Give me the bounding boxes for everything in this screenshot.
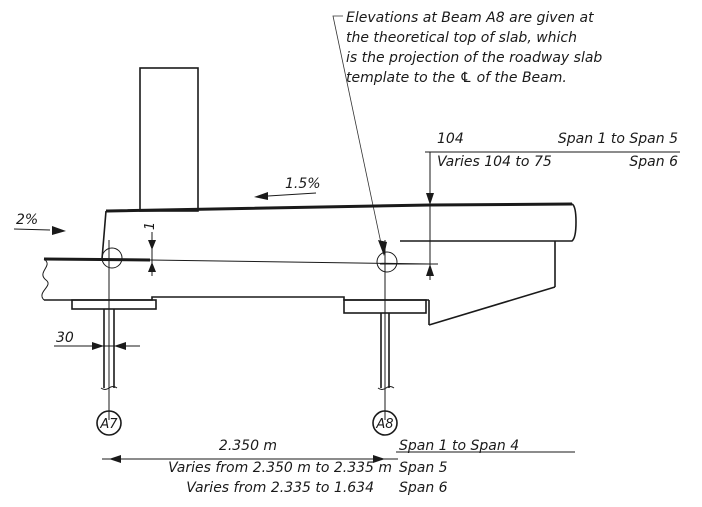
beam-label-a7: A7 [96,410,122,436]
theoretical-top-line [149,259,431,265]
slab-left-edge [101,210,107,260]
slab-top-left [106,203,431,213]
left-slope: 2% [13,212,66,235]
note-line-4: template to the ℄ of the Beam. [346,70,567,86]
haunch-value-alt: Varies 104 to 75 [437,154,552,170]
beam-label-a8-text: A8 [375,417,393,432]
slab-top-right [429,202,573,207]
beam-a7 [100,240,123,420]
riser-value: 1 [143,222,158,230]
note-leader [332,15,383,249]
riser-dimension: 1 [143,222,158,276]
roadway-slab-top [43,257,151,262]
deck-slope: 1.5% [254,176,321,200]
overhang-sloping-bottom [428,286,556,326]
haunch-dimension: 104 Span 1 to Span 5 Varies 104 to 75 Sp… [380,131,680,280]
beam-a8 [376,240,398,420]
spacing-row3-span: Span 6 [399,480,448,496]
break-line-left [41,258,49,301]
spacing-row1-span: Span 1 to Span 4 [399,438,519,454]
haunch-range-alt: Span 6 [629,154,678,170]
deck-slope-arrow [254,192,268,200]
slab-right-end [555,203,577,242]
deck-slope-label: 1.5% [285,176,321,192]
haunch-range-main: Span 1 to Span 5 [558,131,678,147]
spacing-row2-span: Span 5 [399,460,448,476]
spacing-row1-value: 2.350 m [219,438,277,454]
beam-a7-point [101,247,123,269]
beam-a7-flange [71,299,157,310]
note-line-2: the theoretical top of slab, which [346,30,577,46]
beam-a8-point [376,251,398,273]
beam-label-a8: A8 [372,410,398,436]
offset-dimension: 30 [54,330,140,350]
note-line-1: Elevations at Beam A8 are given at [346,10,594,26]
elevation-note: Elevations at Beam A8 are given at the t… [332,10,602,256]
offset-value: 30 [56,330,74,346]
left-slope-label: 2% [16,212,38,228]
parapet [139,67,199,212]
left-slope-arrow [52,226,66,235]
spacing-row3-value: Varies from 2.335 to 1.634 [186,480,374,496]
beam-spacing-dimension: 2.350 m Span 1 to Span 4 Varies from 2.3… [102,438,575,496]
haunch-value-main: 104 [437,131,464,147]
beam-label-a7-text: A7 [99,417,118,432]
deck-slab [41,202,577,326]
note-line-3: is the projection of the roadway slab [346,50,602,66]
spacing-row2-value: Varies from 2.350 m to 2.335 m [168,460,392,476]
